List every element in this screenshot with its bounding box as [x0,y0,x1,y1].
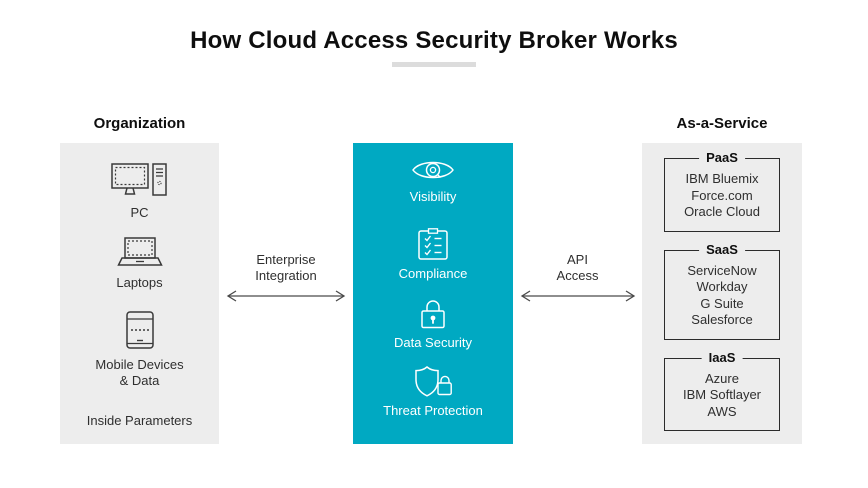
connector-label: API [567,252,588,267]
pc-icon [110,163,167,196]
as-a-service-header: As-a-Service [676,115,768,132]
service-item: Azure [705,370,739,386]
compliance-checklist-icon [418,228,448,260]
service-item: IBM Bluemix [685,171,759,186]
service-item: Force.com [691,187,753,203]
mobile-icon [125,311,154,349]
service-item: Oracle Cloud [684,204,760,219]
connector-label: Integration [255,268,317,283]
connector-label: Enterprise [256,252,316,267]
service-item: G Suite [700,295,744,311]
laptop-icon [116,237,163,266]
paas-group-items: IBM Bluemix Force.com Oracle Cloud [665,159,779,231]
iaas-group-items: Azure IBM Softlayer AWS [665,359,779,431]
service-item: Salesforce [691,312,753,327]
connector-label: Access [556,268,599,283]
visibility-label: Visibility [409,189,457,204]
organization-header: Organization [93,115,186,132]
iaas-group: IaaS Azure IBM Softlayer AWS [664,349,780,431]
organization-panel: PC Laptops Mobile Devices & Data Inside … [60,143,219,444]
threat-protection-label: Threat Protection [383,403,483,418]
iaas-group-title: IaaS [701,349,743,365]
pc-label: PC [130,205,149,220]
double-arrow-icon [226,290,346,302]
saas-group-title: SaaS [699,241,745,257]
api-access-connector: API Access [513,252,642,307]
casb-broker-panel: Visibility Compliance Data Security Thre… [353,143,513,444]
service-item: AWS [707,403,737,419]
enterprise-integration-connector: Enterprise Integration [219,252,353,307]
visibility-eye-icon [412,161,454,179]
paas-group-title: PaaS [699,150,745,165]
as-a-service-panel: PaaS IBM Bluemix Force.com Oracle Cloud … [642,143,802,444]
title-underline [392,62,476,67]
paas-group: PaaS IBM Bluemix Force.com Oracle Cloud [664,150,780,232]
saas-group: SaaS ServiceNow Workday G Suite Salesfor… [664,241,780,340]
data-security-label: Data Security [393,335,473,350]
saas-group-items: ServiceNow Workday G Suite Salesforce [665,251,779,339]
padlock-icon [421,300,445,329]
double-arrow-icon [520,290,635,302]
compliance-label: Compliance [398,266,468,281]
inside-parameters-label: Inside Parameters [86,413,193,428]
service-item: Workday [696,279,748,294]
service-item: ServiceNow [687,262,757,278]
mobile-devices-label: Mobile Devices & Data [95,357,184,388]
page-title: How Cloud Access Security Broker Works [190,27,678,54]
shield-lock-icon [415,366,452,397]
service-item: IBM Softlayer [682,387,762,402]
laptops-label: Laptops [116,275,163,290]
